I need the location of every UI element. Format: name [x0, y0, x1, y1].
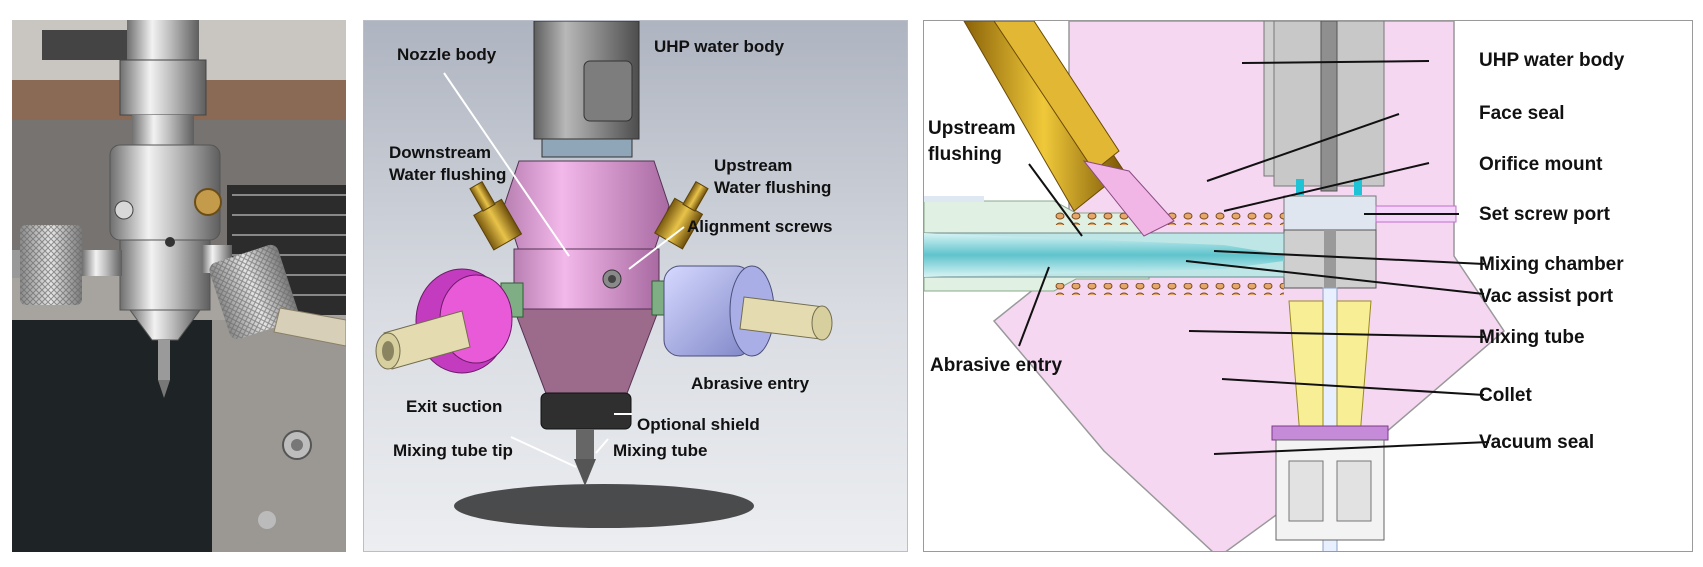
render-label-exit-suction: Exit suction — [406, 397, 503, 416]
render-label-mixing-tube-tip: Mixing tube tip — [393, 441, 513, 460]
section-label-upstream-line1: Upstream — [928, 118, 1016, 139]
section-label-mixing-chamber: Mixing chamber — [1479, 254, 1624, 275]
photo-panel — [12, 20, 346, 552]
section-label-orifice-mount: Orifice mount — [1479, 154, 1603, 175]
render-panel: UHP water body Nozzle body Downstream Wa… — [363, 20, 908, 552]
section-label-face-seal: Face seal — [1479, 103, 1565, 124]
nozzle-render — [364, 21, 907, 551]
section-label-uhp-water-body: UHP water body — [1479, 50, 1625, 71]
render-label-optional-shield: Optional shield — [637, 415, 760, 434]
render-label-downstream-line2: Water flushing — [389, 165, 507, 184]
section-label-abrasive-entry: Abrasive entry — [930, 355, 1063, 376]
render-label-upstream-line1: Upstream — [714, 156, 793, 175]
section-panel: UHP water body Face seal Orifice mount S… — [923, 20, 1693, 552]
section-label-upstream-line2: flushing — [928, 144, 1002, 165]
render-label-upstream-line2: Water flushing — [714, 178, 832, 197]
render-label-uhp-water-body: UHP water body — [654, 37, 785, 56]
section-label-set-screw-port: Set screw port — [1479, 204, 1610, 225]
render-label-downstream-line1: Downstream — [389, 143, 492, 162]
section-label-mixing-tube: Mixing tube — [1479, 327, 1585, 348]
section-label-vacuum-seal: Vacuum seal — [1479, 432, 1595, 453]
render-label-abrasive-entry: Abrasive entry — [691, 374, 810, 393]
nozzle-photo — [12, 20, 346, 552]
section-label-vac-assist-port: Vac assist port — [1479, 286, 1614, 307]
render-label-mixing-tube: Mixing tube — [613, 441, 708, 460]
nozzle-cross-section — [924, 21, 1505, 551]
render-label-nozzle-body: Nozzle body — [397, 45, 497, 64]
render-label-alignment-screws: Alignment screws — [687, 217, 833, 236]
section-label-collet: Collet — [1479, 385, 1532, 406]
